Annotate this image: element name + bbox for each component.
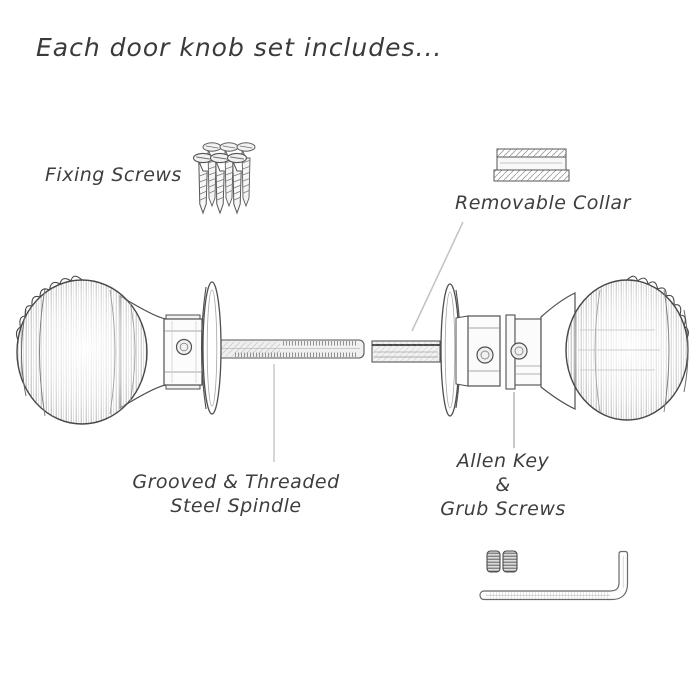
screw-icon [219,142,239,208]
spindle-label-line1: Grooved & Threaded [132,471,340,493]
grub-screw-hole-icon [476,346,494,364]
spindle-label-line2: Steel Spindle [170,495,302,517]
grub-screw-icon [486,550,501,573]
grub-screw-icon [502,550,518,573]
knob-collar [505,314,542,390]
screw-icon [226,152,248,215]
fixing-screws-illustration [192,142,256,215]
screw-icon [236,142,256,208]
grub-screw-hole-icon [175,338,193,356]
spindle-illustration [215,339,365,359]
removable-collar-label: Removable Collar [455,192,631,214]
rose-collar [455,315,501,387]
left-door-knob-illustration [15,275,365,425]
page-title: Each door knob set includes... [36,33,443,62]
screw-icon [202,142,222,208]
knob-collar [163,314,203,390]
allen-key-grub-screws-label: Allen Key & Grub Screws [423,449,583,521]
screw-icon [192,152,214,215]
grub-screw-hole-icon [510,342,528,360]
collar-piece-illustration [371,340,441,363]
allen-key-illustration [479,550,629,601]
removable-collar-illustration [493,148,570,182]
allen-label-line3: Grub Screws [440,498,566,520]
spindle-label: Grooved & Threaded Steel Spindle [125,470,347,518]
knob-ball [15,275,148,425]
grub-screws-illustration [486,550,518,573]
knob-ball [565,275,690,421]
knob-neck [540,292,576,410]
allen-label-line1: Allen Key [456,450,550,472]
fixing-screws-label: Fixing Screws [45,164,182,186]
allen-label-line2: & [495,474,511,496]
right-door-knob-illustration [440,275,690,421]
collar-callout-line [411,221,464,332]
knob-rose [200,281,222,415]
